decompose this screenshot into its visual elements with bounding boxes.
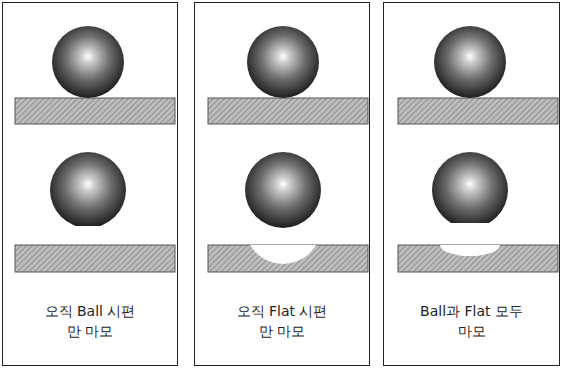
figure-panel: 오직 Flat 시편만 마모 xyxy=(194,2,370,366)
flat-worn-figure xyxy=(208,26,368,272)
figure-panel: 오직 Ball 시편만 마모 xyxy=(2,2,178,366)
panel-caption: 오직 Flat 시편만 마모 xyxy=(230,301,334,341)
figure-panel: Ball과 Flat 모두 마모 xyxy=(383,2,560,366)
panel-caption: 오직 Ball 시편만 마모 xyxy=(38,301,142,341)
ball-worn-figure xyxy=(15,26,175,272)
panel-caption: Ball과 Flat 모두 마모 xyxy=(420,301,524,341)
both-worn-figure xyxy=(398,26,558,272)
